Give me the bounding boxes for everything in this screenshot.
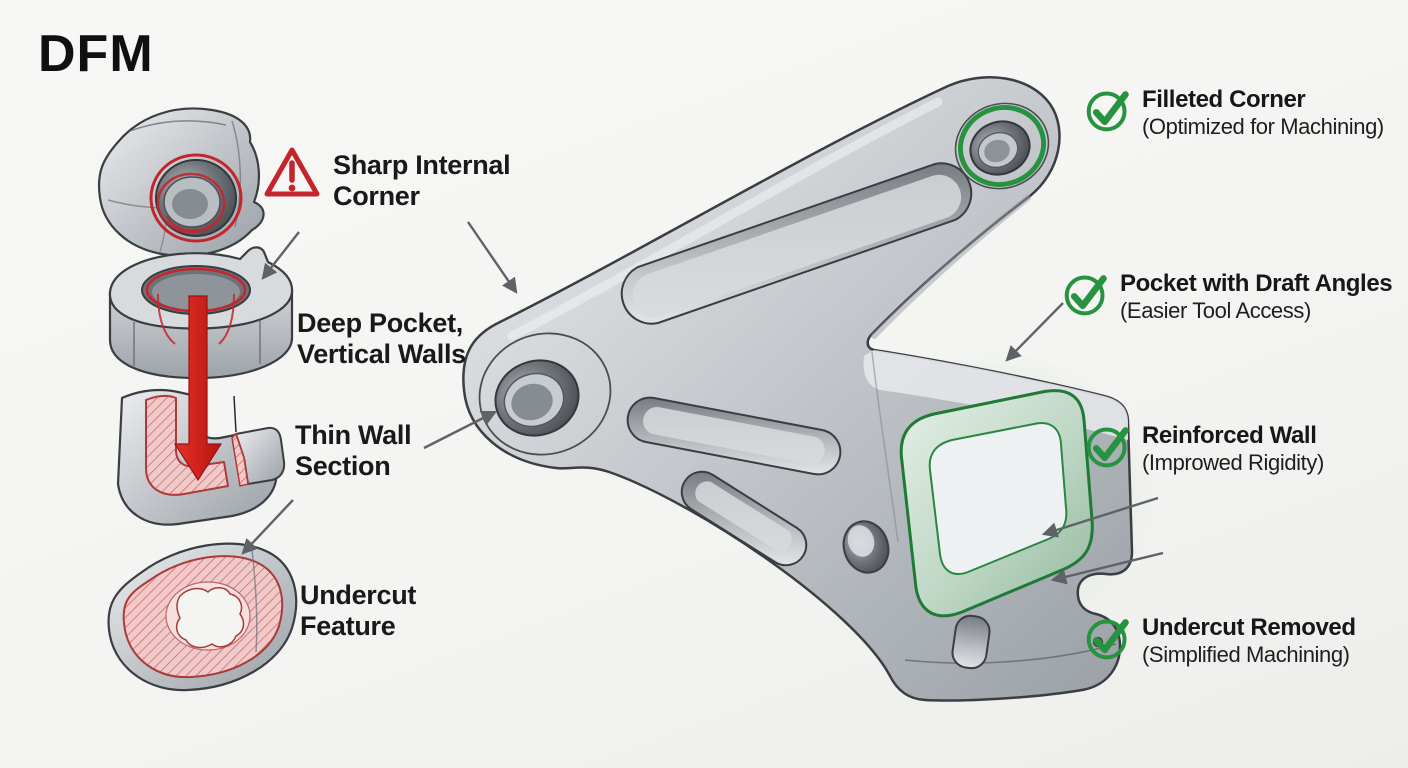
upper-arm-slot (620, 162, 973, 325)
leader-arrow (261, 231, 300, 280)
sharp-corner-highlight (149, 153, 243, 243)
lower-arm-slot-1 (626, 396, 842, 476)
check-circle-icon (1086, 619, 1129, 660)
filleted-corner-highlight (957, 105, 1047, 187)
top-boss (954, 102, 1050, 190)
pocket-frame-highlight (899, 389, 1094, 618)
web-hole (842, 520, 890, 574)
leader-arrow (1005, 302, 1064, 362)
warning-triangle-icon (264, 147, 320, 197)
label-line: Vertical Walls (297, 338, 466, 369)
lower-arm-slot-2 (680, 470, 808, 567)
leader-arrow (423, 410, 498, 450)
page-title: DFM (38, 25, 154, 83)
improvement-subtitle: (Improwed Rigidity) (1142, 449, 1324, 475)
improvement-title: Pocket with Draft Angles (1120, 270, 1393, 297)
leader-arrow (1041, 496, 1159, 538)
thumb-sharp-corner-part (97, 107, 265, 257)
improvement-subtitle: (Simplified Machining) (1142, 641, 1350, 667)
check-circle-icon (1064, 275, 1107, 316)
label-line: Corner (333, 180, 420, 211)
label-line: Deep Pocket, (297, 308, 463, 338)
leader-arrow (1050, 551, 1164, 585)
label-line: Undercut (300, 580, 417, 610)
improvement-reinforced-wall: Reinforced Wall (Improwed Rigidity) (1084, 422, 1324, 476)
improvement-pocket-draft-angles: Pocket with Draft Angles (Easier Tool Ac… (1062, 270, 1393, 324)
label-thin-wall: Thin Wall Section (295, 420, 412, 481)
leader-arrow (467, 221, 518, 294)
label-deep-pocket: Deep Pocket, Vertical Walls (297, 308, 466, 369)
improvement-title: Reinforced Wall (1142, 422, 1317, 449)
label-line: Section (295, 450, 391, 481)
label-line: Sharp Internal (333, 150, 511, 180)
label-sharp-internal-corner: Sharp Internal Corner (333, 150, 511, 211)
improvement-subtitle: (Optimized for Machining) (1142, 113, 1384, 139)
improvement-filleted-corner: Filleted Corner (Optimized for Machining… (1084, 86, 1384, 140)
red-depth-arrow (173, 295, 223, 482)
thumb-undercut-part (107, 542, 298, 692)
leader-arrow (241, 499, 294, 555)
improvement-title: Undercut Removed (1142, 614, 1356, 641)
label-line: Feature (300, 610, 396, 641)
main-part-illustration (462, 76, 1134, 702)
check-circle-icon (1086, 91, 1129, 132)
improvement-title: Filleted Corner (1142, 86, 1306, 113)
improvement-subtitle: (Easier Tool Access) (1120, 297, 1311, 323)
label-undercut-feature: Undercut Feature (300, 580, 416, 641)
check-circle-icon (1086, 427, 1129, 468)
leader-arrows (241, 221, 1164, 585)
label-line: Thin Wall (295, 420, 412, 450)
improvement-undercut-removed: Undercut Removed (Simplified Machining) (1084, 614, 1356, 668)
